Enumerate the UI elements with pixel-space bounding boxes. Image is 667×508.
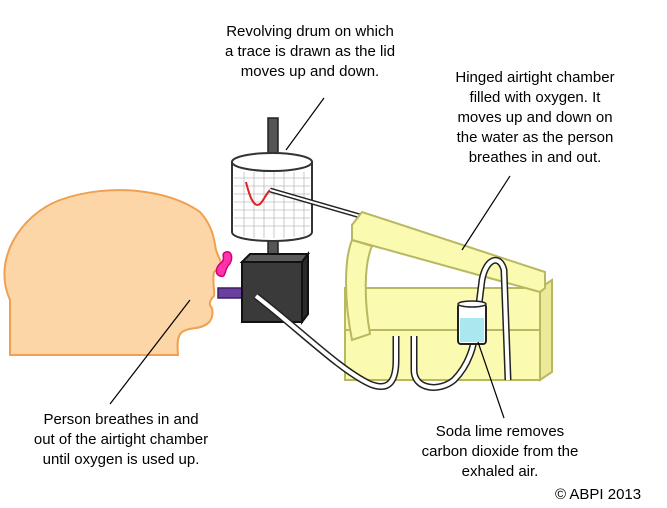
label-line: Soda lime removes [435,423,565,440]
label-person: Person breathes in and out of the airtig… [14,410,228,470]
label-line: filled with oxygen. It [469,89,601,106]
pointer-drum [285,97,325,151]
label-line: exhaled air. [461,463,539,480]
pointer-chamber [461,175,511,251]
label-line: Person breathes in and [43,411,199,428]
label-soda-lime: Soda lime removes carbon dioxide from th… [400,422,600,482]
label-line: moves up and down. [240,63,380,80]
label-line: the water as the person [456,129,614,146]
label-revolving-drum: Revolving drum on which a trace is drawn… [190,22,430,82]
copyright-notice: © ABPI 2013 [555,486,642,503]
airtight-chamber [344,210,553,382]
soda-lime-canister [457,300,487,345]
label-line: carbon dioxide from the [421,443,579,460]
pointer-soda [477,341,505,419]
label-hinged-chamber: Hinged airtight chamber filled with oxyg… [400,68,667,168]
label-line: a trace is drawn as the lid [224,43,396,60]
label-line: out of the airtight chamber [33,431,209,448]
trace-line [245,181,271,206]
label-line: Revolving drum on which [226,23,394,40]
pointer-person [109,299,191,405]
label-line: Hinged airtight chamber [455,69,615,86]
label-line: breathes in and out. [468,149,602,166]
drum-spindle-top [267,117,279,159]
revolving-drum [231,152,313,242]
nose-clip [215,251,233,278]
label-line: moves up and down on [457,109,613,126]
hinged-lid [351,210,546,294]
label-line: until oxygen is used up. [42,451,200,468]
person-head [3,189,224,356]
